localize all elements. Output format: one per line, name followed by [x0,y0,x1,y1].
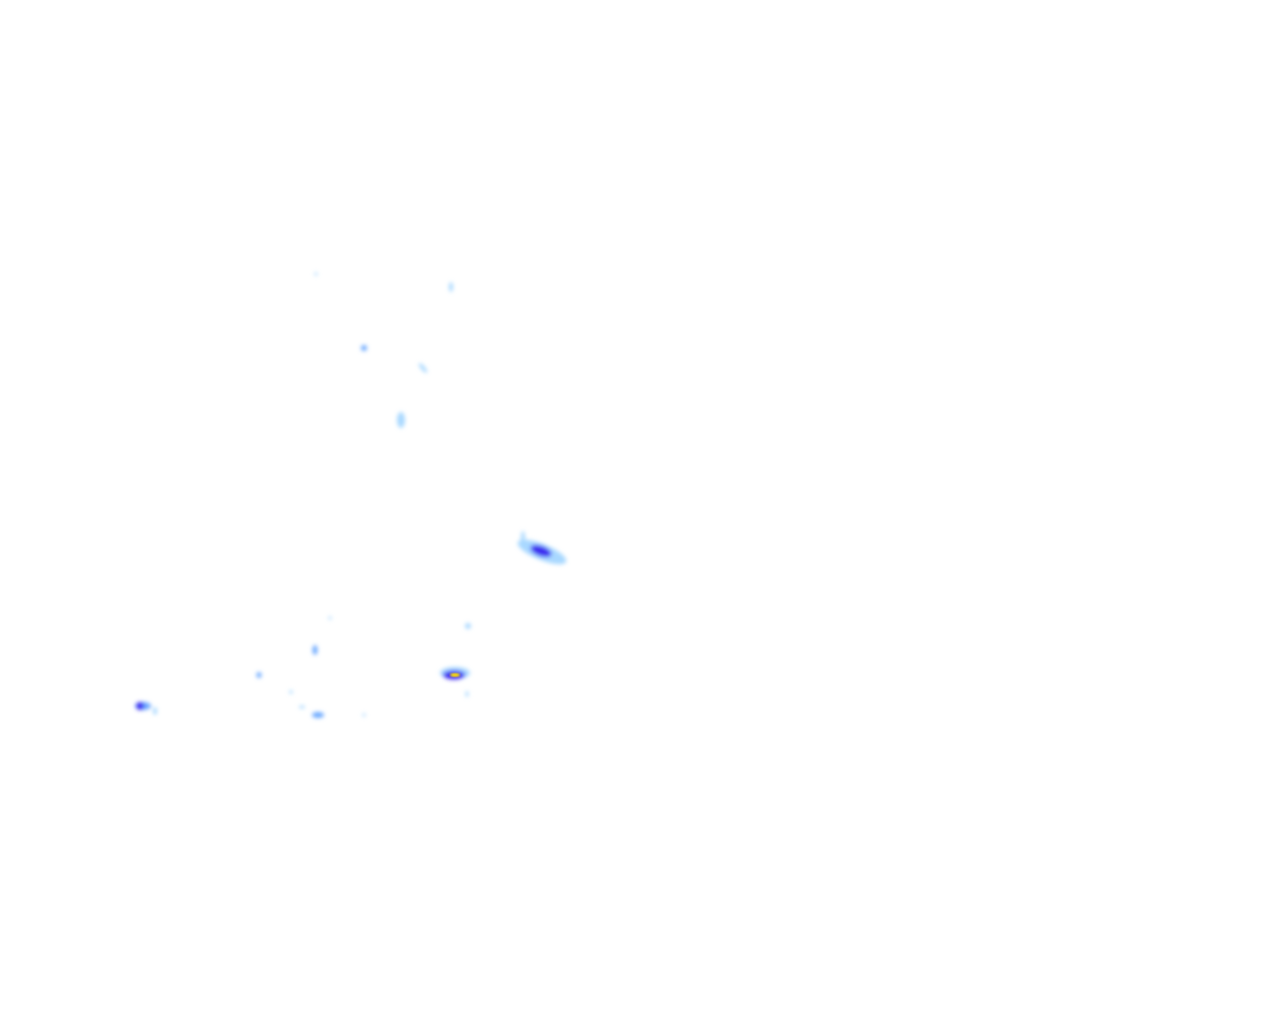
precip-cell [312,645,318,655]
precip-cell [521,531,525,545]
precip-cell [328,616,332,620]
precip-core [450,673,460,677]
precip-cell [289,690,293,694]
precip-cell [361,345,367,351]
precip-cell [465,623,471,629]
precip-cell [362,713,366,717]
precip-cell [136,702,144,710]
precip-cell [397,412,405,428]
precip-cell [449,282,453,292]
precip-cell [418,363,428,373]
precip-cell [530,544,552,558]
precip-cell [465,691,469,697]
precip-cell [312,712,324,718]
precip-cell [256,672,262,678]
precip-cell [314,272,318,276]
precip-cell [153,707,157,715]
precip-cell [299,705,305,709]
